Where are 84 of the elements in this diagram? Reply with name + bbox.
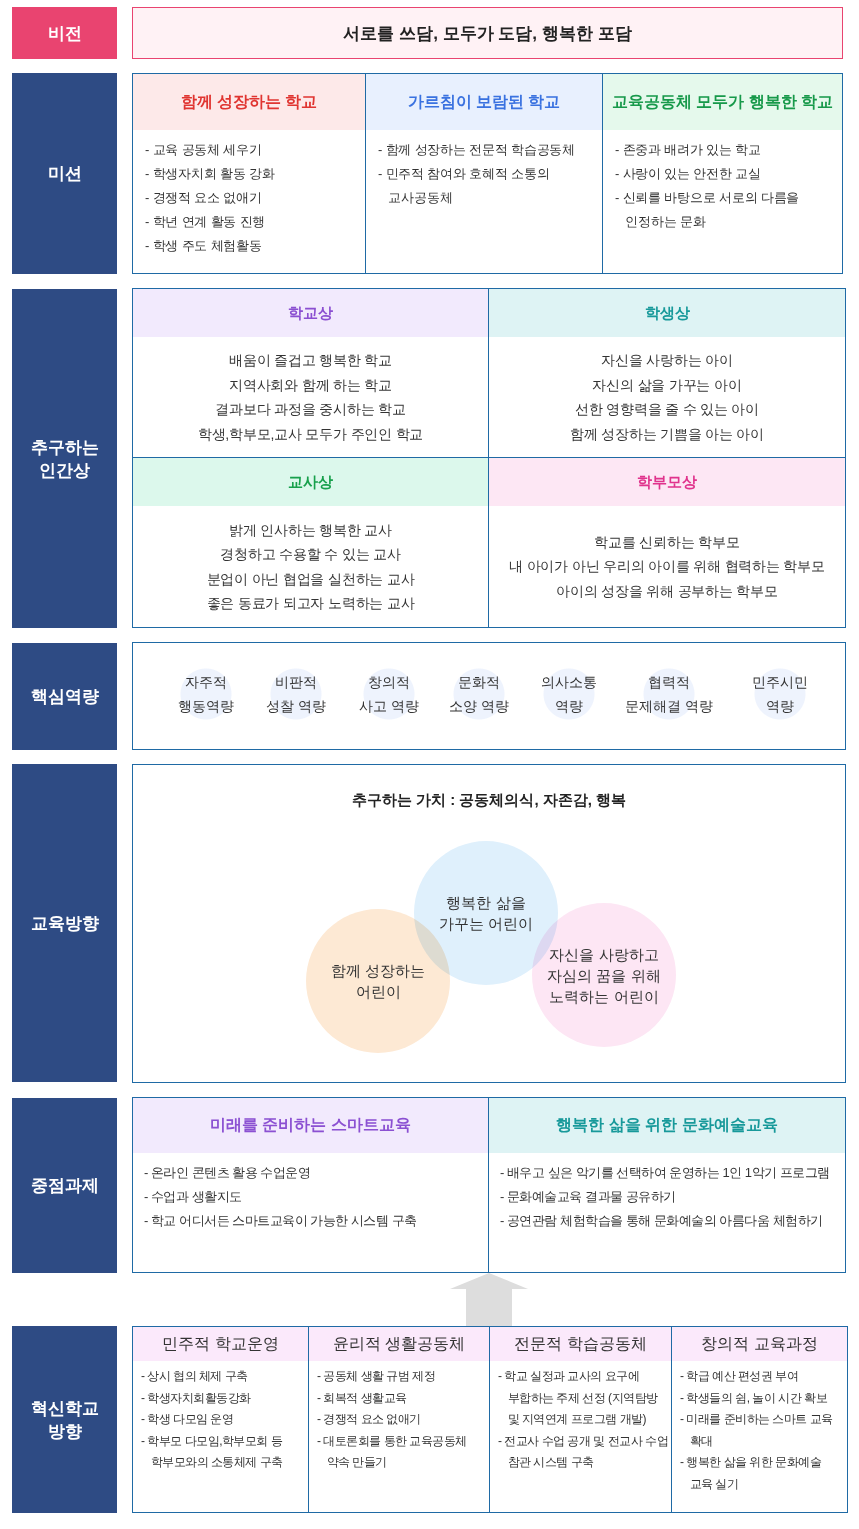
list-item: - 공연관람 체험학습을 통해 문화예술의 아름다움 체험하기 [500, 1212, 824, 1230]
text-line: 지역사회와 함께 하는 학교 [228, 375, 393, 395]
column-header: 미래를 준비하는 스마트교육 [133, 1098, 488, 1153]
column-header: 학부모상 [489, 458, 845, 506]
list-item: - 미래를 준비하는 스마트 교육 확대 [680, 1411, 834, 1450]
list-item: - 전교사 수업 공개 및 전교사 수업 참관 시스템 구축 [498, 1432, 669, 1471]
list-item: - 민주적 참여와 호혜적 소통의 교사공동체 [378, 165, 551, 207]
list-item: - 상시 협의 체제 구축 [141, 1368, 249, 1385]
list-item: - 대토론회를 통한 교육공동체 약속 만들기 [317, 1432, 468, 1471]
content-panel [132, 764, 846, 1083]
content-column [133, 458, 489, 628]
list-item: - 학생 주도 체험활동 [145, 237, 263, 255]
text-line: 자신을 사랑하는 아이 [600, 351, 734, 370]
column-header: 함께 성장하는 학교 [133, 74, 365, 130]
list-item: - 학부모 다모임,학부모회 등 학부모와의 소통체제 구축 [141, 1432, 284, 1471]
list-item: - 온라인 콘텐츠 활용 수업운영 [144, 1164, 312, 1182]
content-column [309, 1327, 490, 1513]
panel-title: 추구하는 가치 : 공동체의식, 자존감, 행복 [351, 790, 627, 810]
text-line: 내 아이가 아닌 우리의 아이를 위해 협력하는 학부모 [508, 557, 826, 577]
list-item: - 경쟁적 요소 없애기 [317, 1411, 422, 1428]
list-item: - 공동체 생활 규범 제정 [317, 1368, 437, 1385]
text-line: 밝게 인사하는 행복한 교사 [228, 520, 393, 540]
list-item: - 학급 예산 편성권 부여 [680, 1368, 800, 1385]
content-panel [132, 73, 843, 274]
list-item: - 학생들의 쉼, 놀이 시간 확보 [680, 1389, 828, 1407]
column-header: 전문적 학습공동체 [490, 1327, 671, 1361]
content-column [133, 74, 366, 274]
list-item: - 신뢰를 바탕으로 서로의 다름을 인정하는 문화 [615, 189, 801, 231]
text-line: 배움이 즐겁고 행복한 학교 [228, 351, 393, 370]
list-item: - 배우고 싶은 악기를 선택하여 운영하는 1인 1악기 프로그램 [500, 1164, 831, 1182]
list-item: - 함께 성장하는 전문적 학습공동체 [378, 141, 576, 159]
column-header: 학생상 [489, 289, 845, 337]
column-header: 학교상 [133, 289, 488, 337]
content-panel [132, 1326, 848, 1513]
column-header: 창의적 교육과정 [672, 1327, 847, 1361]
list-item: - 사랑이 있는 안전한 교실 [615, 165, 762, 183]
column-header: 교사상 [133, 458, 488, 506]
list-item: - 행복한 삶을 위한 문화예술 교육 실기 [680, 1454, 823, 1493]
row-label: 핵심역량 [12, 643, 117, 750]
list-item: - 교육 공동체 세우기 [145, 141, 263, 159]
row-label: 미션 [12, 73, 117, 274]
list-item: - 학년 연계 활동 진행 [145, 213, 267, 231]
text-line: 결과보다 과정을 중시하는 학교 [214, 400, 407, 419]
content-column [490, 1327, 672, 1513]
row-label: 비전 [12, 7, 117, 59]
list-item: - 문화예술교육 결과물 공유하기 [500, 1188, 677, 1206]
text-line: 선한 영향력을 줄 수 있는 아이 [573, 400, 761, 419]
text-line: 자신의 삶을 가꾸는 아이 [591, 375, 743, 395]
vision-banner: 서로를 쓰담, 모두가 도담, 행복한 포담 [132, 7, 843, 59]
content-panel [132, 1097, 846, 1273]
list-item: - 학교 어디서든 스마트교육이 가능한 시스템 구축 [144, 1212, 418, 1230]
column-header: 행복한 삶을 위한 문화예술교육 [489, 1098, 845, 1153]
content-column [489, 289, 846, 458]
column-header: 민주적 학교운영 [133, 1327, 308, 1361]
text-line: 학생,학부모,교사 모두가 주인인 학교 [196, 424, 425, 444]
list-item: - 경쟁적 요소 없애기 [145, 189, 263, 207]
row-label: 중점과제 [12, 1098, 117, 1273]
text-line: 아이의 성장을 위해 공부하는 학부모 [555, 581, 779, 601]
column-header: 윤리적 생활공동체 [309, 1327, 489, 1361]
list-item: - 학교 실정과 교사의 요구에 부합하는 주제 선정 (지역탐방 및 지역연계 프로그램 개발) [498, 1368, 659, 1428]
text-line: 학교를 신뢰하는 학부모 [593, 532, 741, 552]
row-label: 교육방향 [12, 764, 117, 1082]
list-item: - 존중과 배려가 있는 학교 [615, 141, 762, 159]
venn-circle: 자신을 사랑하고 자심의 꿈을 위해 노력하는 어린이 [532, 903, 676, 1047]
row-label: 추구하는 인간상 [12, 289, 117, 628]
column-header: 교육공동체 모두가 행복한 학교 [603, 74, 842, 130]
list-item: - 수업과 생활지도 [144, 1188, 243, 1206]
text-line: 경청하고 수용할 수 있는 교사 [219, 545, 402, 564]
content-panel [132, 642, 846, 750]
content-column [133, 1098, 489, 1273]
content-column [133, 1327, 309, 1513]
list-item: - 학생자치회 활동 강화 [145, 165, 276, 183]
content-column [133, 289, 489, 458]
text-line: 함께 성장하는 기쁨을 아는 아이 [568, 424, 766, 444]
content-column [366, 74, 603, 274]
text-line: 분업이 아닌 협업을 실천하는 교사 [205, 569, 416, 589]
content-panel [132, 288, 846, 628]
list-item: - 학생 다모임 운영 [141, 1411, 235, 1428]
row-label: 혁신학교 방향 [12, 1326, 117, 1513]
list-item: - 학생자치회활동강화 [141, 1389, 252, 1407]
list-item: - 회복적 생활교육 [317, 1389, 408, 1407]
text-line: 좋은 동료가 되고자 노력하는 교사 [205, 594, 416, 613]
column-header: 가르침이 보람된 학교 [366, 74, 602, 130]
block-arrow [450, 1273, 528, 1326]
